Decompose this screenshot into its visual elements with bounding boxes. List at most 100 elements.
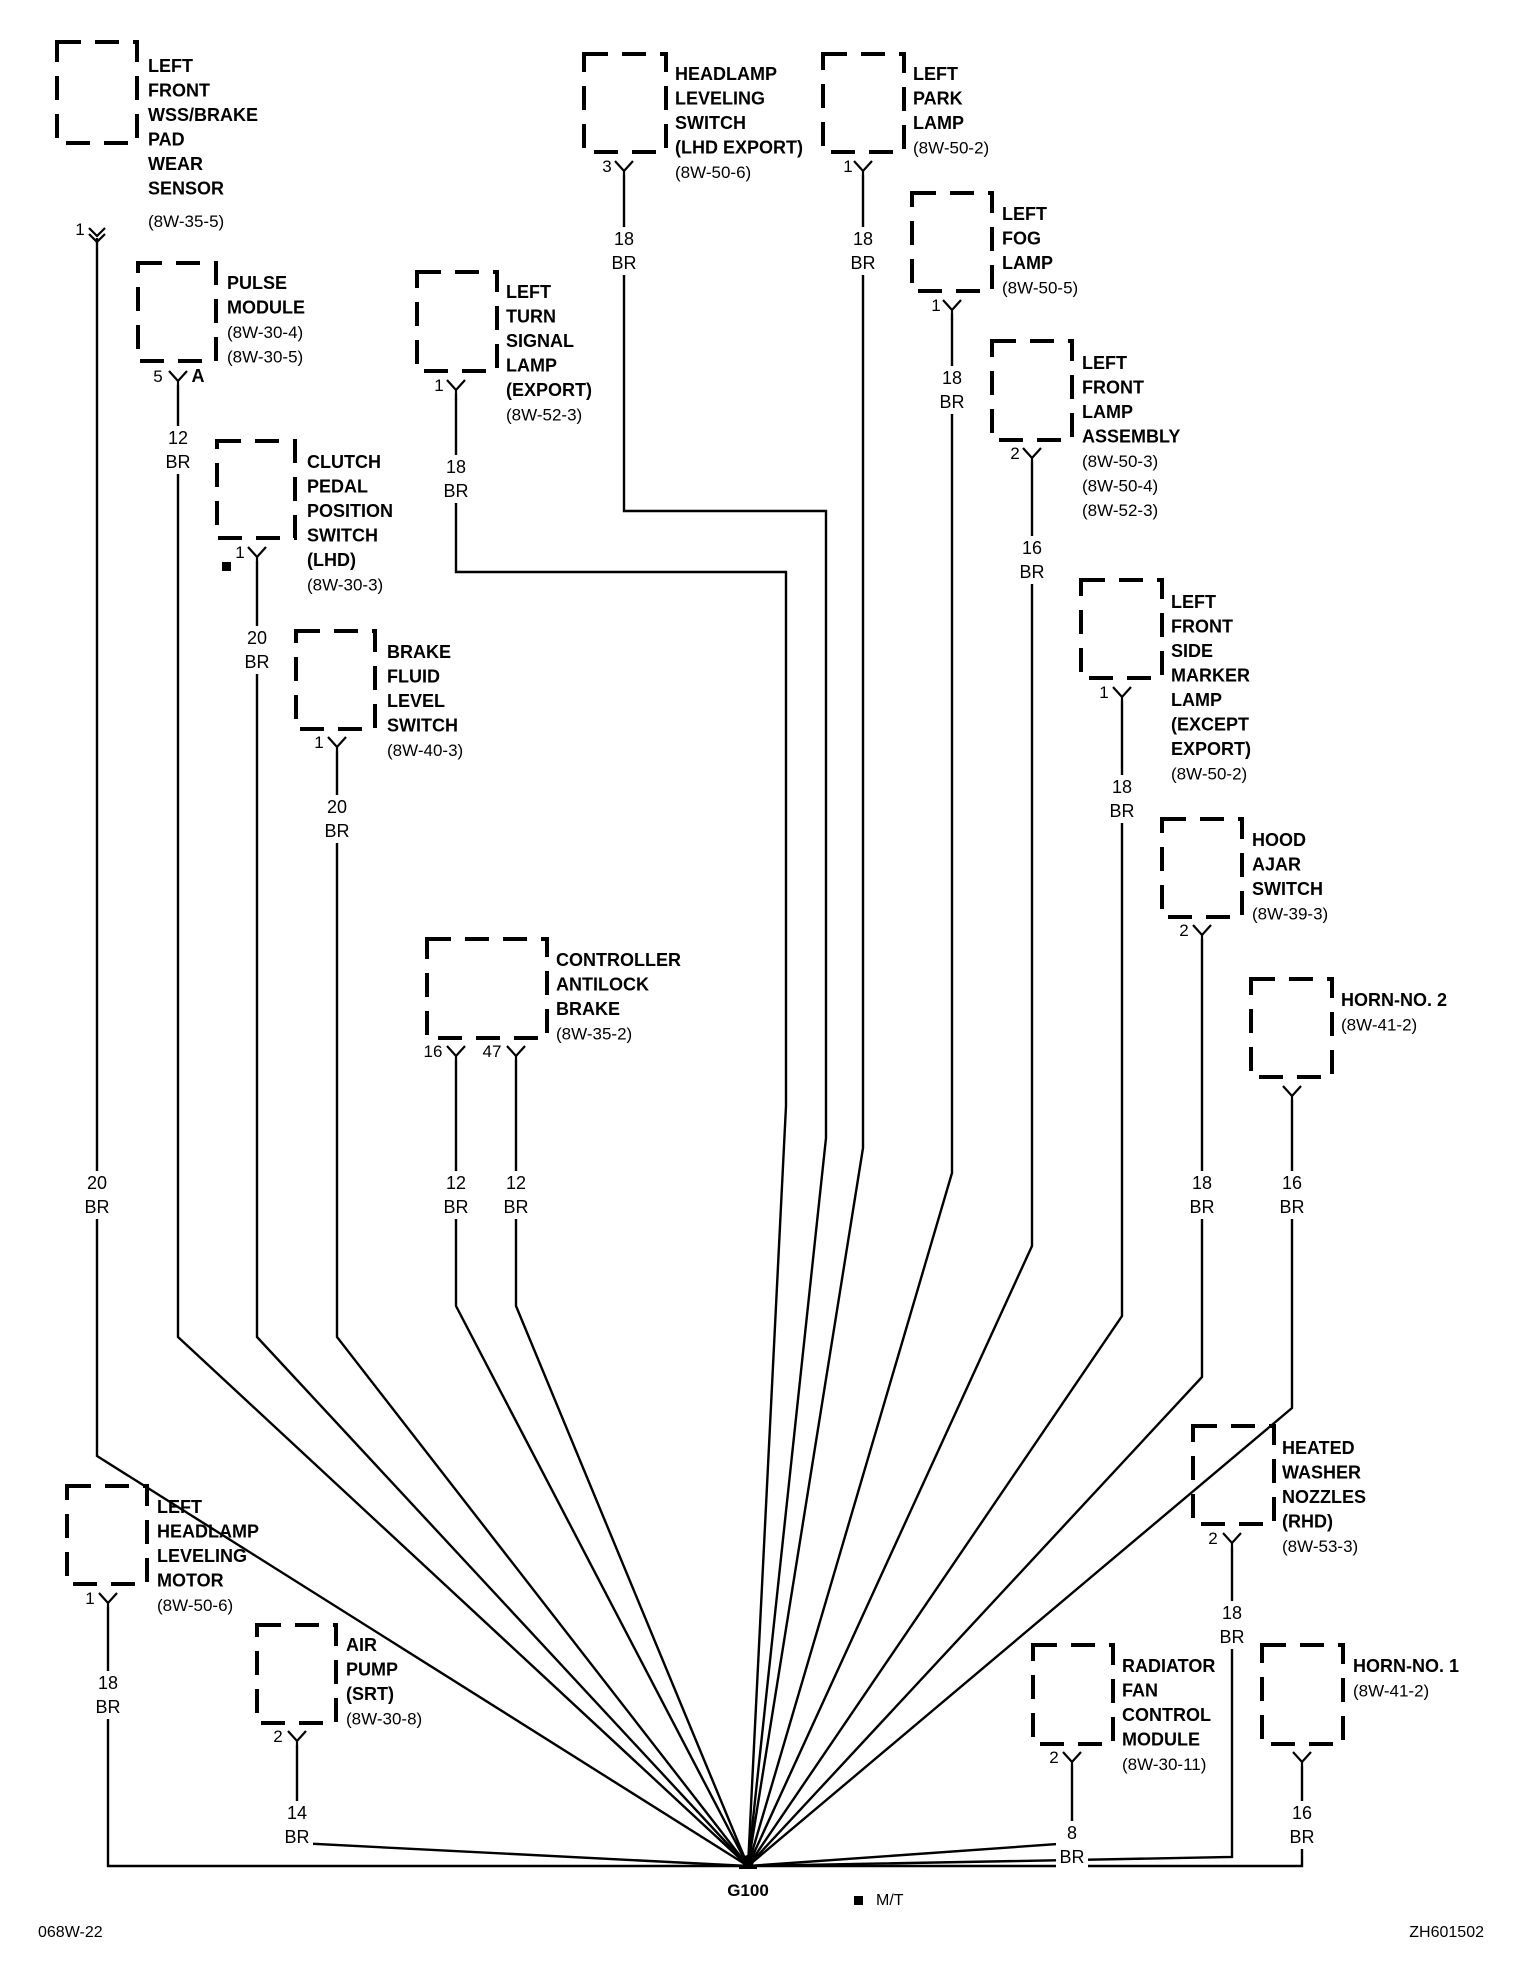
cab-wire-label-bg — [440, 1171, 472, 1219]
washer-pin-number: 2 — [1208, 1529, 1217, 1548]
lt-turn-box — [415, 270, 499, 373]
lamp-assy-pin-number: 2 — [1010, 444, 1019, 463]
side-marker-name-line: MARKER — [1171, 666, 1250, 686]
park-lamp-pin-number: 1 — [843, 157, 852, 176]
rad-fan-name-line: CONTROL — [1122, 1705, 1211, 1725]
horn-1-connector-terminal — [1292, 1751, 1312, 1766]
park-lamp-wire-gauge: 18 — [853, 229, 873, 249]
hood-ajar-connector-terminal — [1192, 924, 1212, 939]
hl-switch-name-line: (LHD EXPORT) — [675, 138, 803, 158]
lamp-assy-box — [990, 339, 1074, 442]
fog-lamp-name-line: FOG — [1002, 229, 1041, 249]
wire-hl-motor-1 — [106, 1607, 748, 1868]
clutch-switch-mt-marker — [222, 562, 231, 571]
lt-turn-name-line: LAMP — [506, 356, 557, 376]
horn-1-name: HORN-NO. 1 — [1353, 1656, 1459, 1676]
rad-fan-name-line: FAN — [1122, 1681, 1158, 1701]
lf-wss-connector-terminal — [88, 227, 106, 244]
rad-fan-name-line: MODULE — [1122, 1730, 1200, 1750]
cab-name-line: ANTILOCK — [556, 975, 649, 995]
hl-motor-box — [65, 1484, 149, 1586]
washer-wire-color: BR — [1219, 1627, 1244, 1647]
lt-turn-name-line: TURN — [506, 307, 556, 327]
lamp-assy-wire-label-bg — [1016, 536, 1048, 584]
lamp-assy-wire-gauge: 16 — [1022, 538, 1042, 558]
pulse-module-wire-label-bg — [162, 426, 194, 474]
component-clutch-switch: CLUTCHPEDALPOSITIONSWITCH(LHD)(8W-30-3)1… — [215, 439, 393, 674]
clutch-switch-name-line: SWITCH — [307, 526, 378, 546]
side-marker-name-line: EXPORT) — [1171, 739, 1251, 759]
hl-motor-wire-gauge: 18 — [98, 1673, 118, 1693]
lamp-assy-ref: (8W-50-3) — [1082, 452, 1158, 471]
cab-wire-label-bg — [500, 1171, 532, 1219]
lf-wss-wire-color: BR — [84, 1197, 109, 1217]
park-lamp-ref: (8W-50-2) — [913, 139, 989, 158]
side-marker-name-line: (EXCEPT — [1171, 715, 1249, 735]
horn-1-wire-label-bg — [1286, 1801, 1318, 1849]
side-marker-wire-label-bg — [1106, 775, 1138, 823]
cab-ref: (8W-35-2) — [556, 1025, 632, 1044]
hood-ajar-name-line: HOOD — [1252, 830, 1306, 850]
air-pump-name-line: PUMP — [346, 1660, 398, 1680]
cab-name-line: CONTROLLER — [556, 950, 681, 970]
pulse-module-connector-terminal — [168, 370, 188, 385]
lamp-assy-name-line: LEFT — [1082, 353, 1127, 373]
hl-motor-name-line: MOTOR — [157, 1571, 224, 1591]
rad-fan-box — [1031, 1643, 1115, 1746]
lf-wss-wire-label-bg — [81, 1171, 113, 1219]
hood-ajar-name-line: SWITCH — [1252, 879, 1323, 899]
lf-wss-name-line: PAD — [148, 130, 185, 150]
pulse-module-ref: (8W-30-5) — [227, 348, 303, 367]
side-marker-pin-number: 1 — [1099, 683, 1108, 702]
wire-hl-switch-1 — [622, 175, 828, 1867]
fog-lamp-wire-gauge: 18 — [942, 368, 962, 388]
clutch-switch-box — [215, 439, 297, 540]
lf-wss-name-line: FRONT — [148, 81, 210, 101]
rad-fan-wire-gauge: 8 — [1067, 1823, 1077, 1843]
pulse-module-name-line: MODULE — [227, 298, 305, 318]
wire-horn-1-1 — [748, 1766, 1304, 1868]
horn-1-ref: (8W-41-2) — [1353, 1682, 1429, 1701]
washer-wire-gauge: 18 — [1222, 1603, 1242, 1623]
lf-wss-ref: (8W-35-5) — [148, 212, 224, 231]
pulse-module-pin-number: 5 — [153, 367, 162, 386]
lf-wss-box — [55, 40, 139, 145]
brake-fluid-wire-gauge: 20 — [327, 797, 347, 817]
side-marker-ref: (8W-50-2) — [1171, 765, 1247, 784]
cab-pin-number: 16 — [424, 1042, 443, 1061]
wire-cab-2 — [514, 1060, 750, 1867]
hl-motor-name-line: LEVELING — [157, 1546, 247, 1566]
cab-wire-gauge: 12 — [446, 1173, 466, 1193]
hl-motor-ref: (8W-50-6) — [157, 1596, 233, 1615]
park-lamp-box — [821, 52, 906, 154]
washer-name-line: WASHER — [1282, 1463, 1361, 1483]
hood-ajar-box — [1160, 817, 1244, 919]
hl-switch-name-line: LEVELING — [675, 89, 765, 109]
footer-right-code: ZH601502 — [1409, 1924, 1484, 1941]
ground-g100: G100 — [727, 1855, 769, 1900]
lt-turn-pin-number: 1 — [434, 376, 443, 395]
clutch-switch-wire-gauge: 20 — [247, 628, 267, 648]
lamp-assy-name-line: FRONT — [1082, 378, 1144, 398]
air-pump-wire-label-bg — [281, 1801, 313, 1849]
air-pump-box — [255, 1623, 338, 1725]
fog-lamp-wire-label-bg — [936, 366, 968, 414]
cab-box — [425, 937, 549, 1040]
clutch-switch-connector-terminal — [247, 546, 267, 561]
cab-connector-terminal — [446, 1045, 466, 1060]
clutch-switch-pin-number: 1 — [235, 543, 244, 562]
